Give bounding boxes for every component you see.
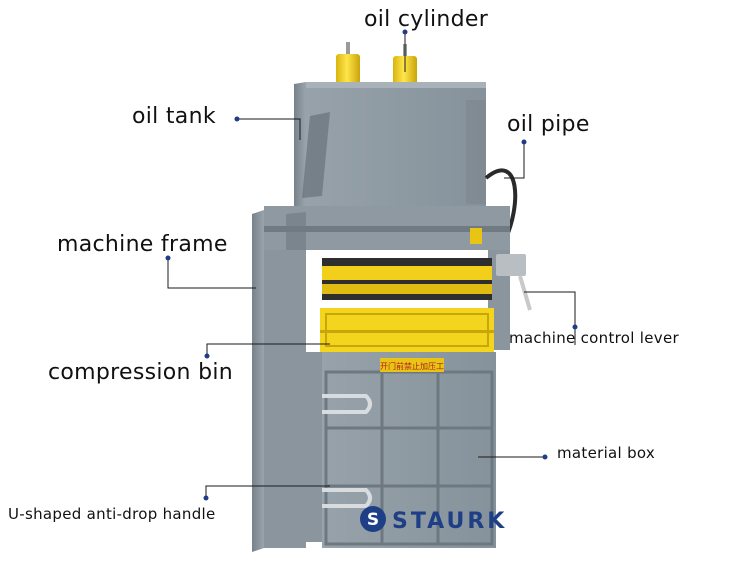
u-handle-lower — [322, 488, 372, 508]
svg-text:S: S — [367, 510, 379, 530]
label-oil-cylinder: oil cylinder — [364, 7, 489, 32]
leader-dots — [165, 29, 578, 501]
leader-lines — [167, 32, 576, 498]
brand-name: STAURK — [392, 509, 507, 534]
label-material-box: material box — [557, 444, 656, 462]
compression-bin — [320, 258, 494, 352]
label-machine-control-lever: machine control lever — [509, 329, 679, 347]
brand-logo: S — [360, 506, 386, 532]
oil-tank — [294, 82, 486, 210]
warning-sign-text: 开门前禁止加压工 — [380, 361, 444, 371]
u-handle-upper — [322, 394, 372, 414]
label-oil-tank: oil tank — [132, 104, 216, 129]
machine-control-lever — [496, 254, 532, 311]
label-compression-bin: compression bin — [48, 360, 234, 385]
label-machine-frame: machine frame — [57, 232, 228, 257]
oil-cylinder-left — [336, 42, 360, 86]
label-u-shaped-anti-drop-handle: U-shaped anti-drop handle — [8, 505, 216, 523]
label-oil-pipe: oil pipe — [507, 112, 590, 137]
material-box — [264, 352, 496, 548]
